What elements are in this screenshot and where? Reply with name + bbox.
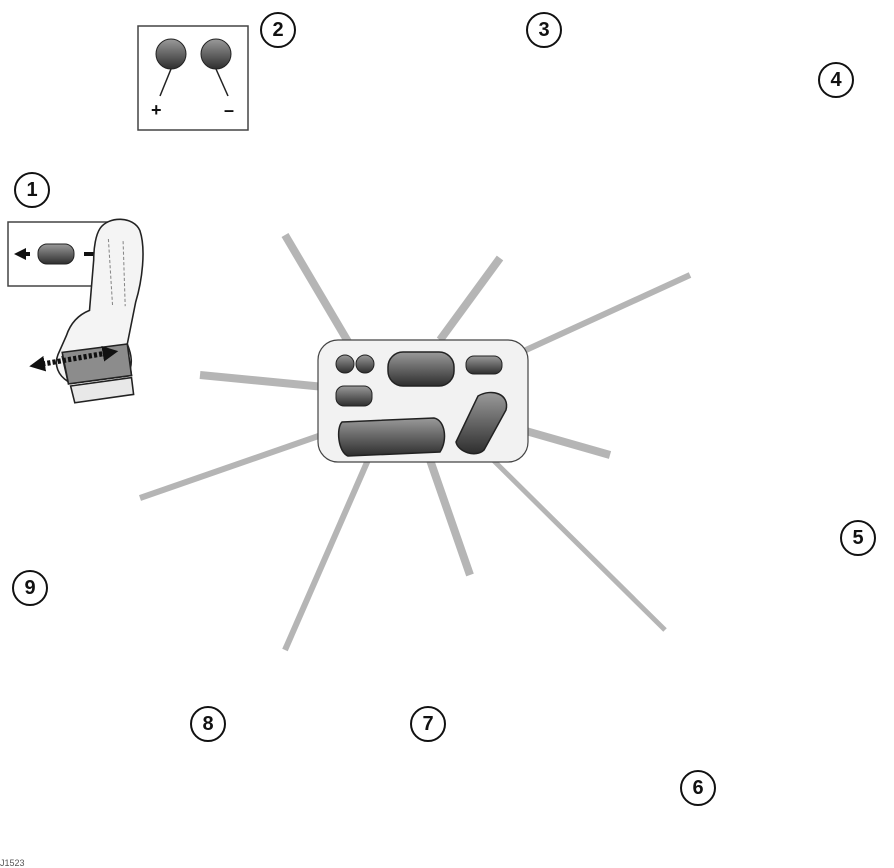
leader-lines	[139, 232, 692, 652]
seat-illustration-1	[29, 218, 144, 404]
callout-8: 8	[190, 706, 226, 742]
lumbar-minus-label: –	[224, 100, 235, 120]
joystick-switch[interactable]	[387, 351, 455, 387]
headrest-tilt-switch[interactable]	[465, 355, 503, 375]
callout-3: 3	[526, 12, 562, 48]
leader-8	[282, 458, 371, 652]
callout-5: 5	[840, 520, 876, 556]
leader-7	[426, 458, 474, 577]
lumbar-plus-label: +	[151, 100, 162, 120]
leader-2	[281, 232, 354, 348]
image-reference: J1523	[0, 858, 25, 868]
seat-base-switch[interactable]	[337, 417, 446, 457]
cushion-length-switch[interactable]	[335, 385, 373, 407]
leader-1	[199, 371, 336, 392]
panel-2	[137, 25, 249, 131]
leader-9	[139, 429, 331, 501]
central-control-panel	[317, 339, 529, 463]
lumbar-plus-knob[interactable]	[335, 354, 355, 374]
leader-4	[513, 272, 692, 358]
lumbar-minus-knob[interactable]	[355, 354, 375, 374]
callout-1: 1	[14, 172, 50, 208]
callout-7: 7	[410, 706, 446, 742]
leader-3	[436, 255, 504, 343]
callout-9: 9	[12, 570, 48, 606]
backrest-switch[interactable]	[455, 391, 508, 455]
callout-4: 4	[818, 62, 854, 98]
leader-6	[486, 453, 667, 632]
callout-2: 2	[260, 12, 296, 48]
callout-6: 6	[680, 770, 716, 806]
